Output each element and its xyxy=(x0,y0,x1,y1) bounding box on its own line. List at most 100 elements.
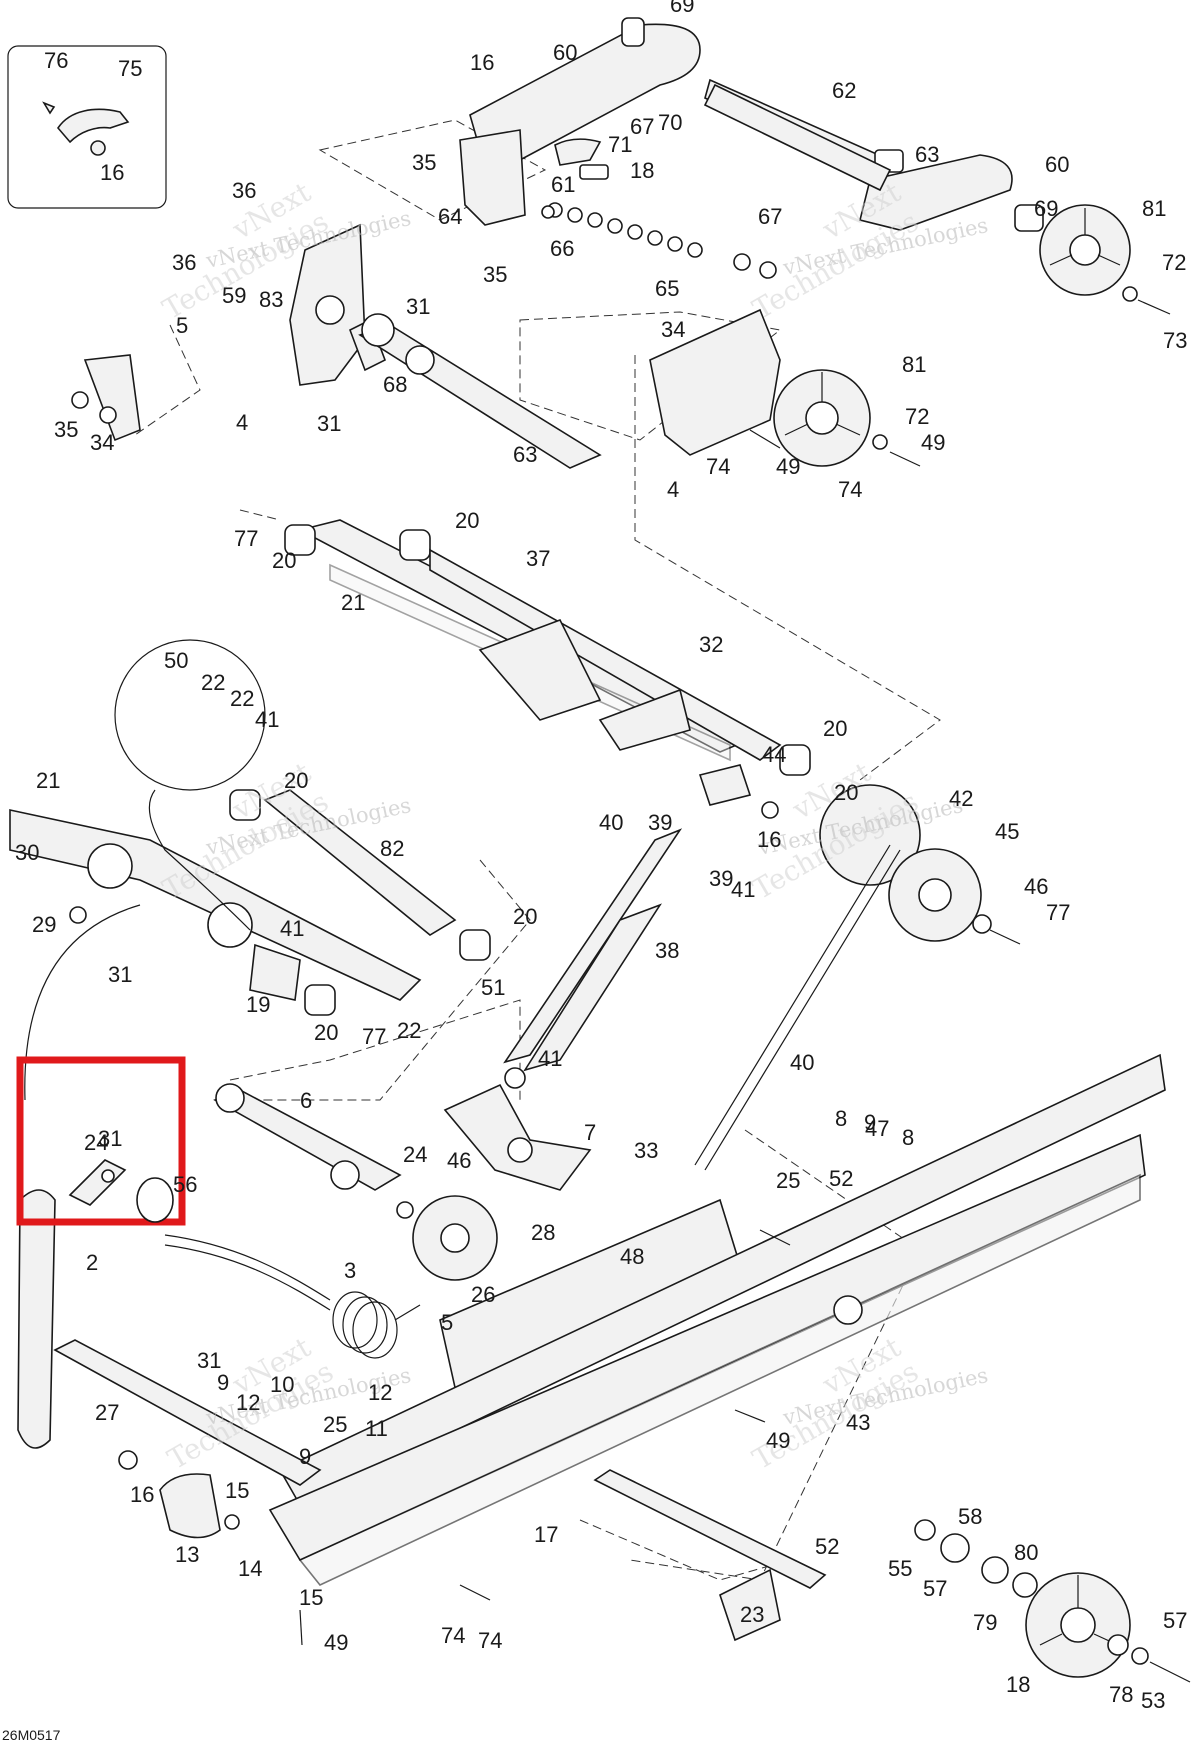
callout-label: 9 xyxy=(299,1444,311,1469)
rear-suspension xyxy=(17,1053,1191,1683)
callout-label: 81 xyxy=(1142,196,1166,221)
callout-label: 49 xyxy=(766,1428,790,1453)
callout-label: 64 xyxy=(438,204,462,229)
callout-label: 18 xyxy=(630,158,654,183)
drawing-code: 26M0517 xyxy=(2,1727,61,1743)
callout-label: 20 xyxy=(314,1020,338,1045)
callout-label: 42 xyxy=(949,786,973,811)
callout-label: 65 xyxy=(655,276,679,301)
callout-label: 21 xyxy=(36,768,60,793)
callout-label: 66 xyxy=(550,236,574,261)
callout-label: 52 xyxy=(815,1534,839,1559)
callout-label: 23 xyxy=(740,1602,764,1627)
highlighted-callout-label: 24 xyxy=(84,1130,108,1155)
callout-label: 12 xyxy=(368,1380,392,1405)
callout-label: 45 xyxy=(995,819,1019,844)
callout-label: 53 xyxy=(1141,1688,1165,1713)
callout-label: 37 xyxy=(526,546,550,571)
callout-label: 38 xyxy=(655,938,679,963)
callout-label: 80 xyxy=(1014,1540,1038,1565)
callout-label: 77 xyxy=(234,526,258,551)
callout-label: 81 xyxy=(902,352,926,377)
callout-label: 74 xyxy=(838,477,862,502)
callout-label: 22 xyxy=(397,1018,421,1043)
callout-label: 74 xyxy=(441,1623,465,1648)
callout-label: 76 xyxy=(44,48,68,73)
callout-label: 31 xyxy=(406,294,430,319)
callout-label: 63 xyxy=(513,442,537,467)
callout-label: 63 xyxy=(915,142,939,167)
callout-label: 8 xyxy=(835,1106,847,1131)
callout-label: 18 xyxy=(1006,1672,1030,1697)
callout-label: 24 xyxy=(403,1142,427,1167)
callout-label: 41 xyxy=(255,707,279,732)
callout-label: 20 xyxy=(823,716,847,741)
callout-label: 28 xyxy=(531,1220,555,1245)
callout-label: 73 xyxy=(1163,328,1187,353)
callout-label: 16 xyxy=(100,160,124,185)
callout-label: 67 xyxy=(630,114,654,139)
callout-label: 34 xyxy=(661,317,685,342)
callout-label: 61 xyxy=(551,172,575,197)
callout-label: 40 xyxy=(790,1050,814,1075)
callout-label: 20 xyxy=(513,904,537,929)
callout-label: 30 xyxy=(15,840,39,865)
callout-label: 29 xyxy=(32,912,56,937)
callout-label: 16 xyxy=(130,1482,154,1507)
callout-label: 40 xyxy=(599,810,623,835)
callout-label: 20 xyxy=(284,768,308,793)
callout-label: 32 xyxy=(699,632,723,657)
callout-label: 11 xyxy=(365,1416,388,1441)
callout-label: 9 xyxy=(864,1110,876,1135)
front-arm-assembly xyxy=(71,17,1171,469)
callout-label: 39 xyxy=(709,866,733,891)
callout-label: 46 xyxy=(1024,874,1048,899)
callout-label: 15 xyxy=(225,1478,249,1503)
callout-label: 72 xyxy=(1162,250,1186,275)
callout-label: 5 xyxy=(441,1310,453,1335)
callout-label: 25 xyxy=(776,1168,800,1193)
washer-chain xyxy=(541,202,777,279)
callout-label: 6 xyxy=(300,1088,312,1113)
callout-label: 70 xyxy=(658,110,682,135)
callout-label: 43 xyxy=(846,1410,870,1435)
callout-label: 41 xyxy=(280,916,304,941)
callout-label: 48 xyxy=(620,1244,644,1269)
callout-label: 27 xyxy=(95,1400,119,1425)
callout-label: 16 xyxy=(470,50,494,75)
callout-label: 77 xyxy=(362,1024,386,1049)
callout-label: 49 xyxy=(776,454,800,479)
callout-label: 58 xyxy=(958,1504,982,1529)
callout-label: 35 xyxy=(412,150,436,175)
callout-label: 16 xyxy=(757,827,781,852)
callout-label: 13 xyxy=(175,1542,199,1567)
callout-label: 31 xyxy=(197,1348,221,1373)
callout-label: 74 xyxy=(478,1628,502,1653)
callout-label: 20 xyxy=(272,548,296,573)
callout-label: 35 xyxy=(483,262,507,287)
callout-label: 46 xyxy=(447,1148,471,1173)
callout-label: 60 xyxy=(553,40,577,65)
callout-label: 7 xyxy=(584,1120,596,1145)
callout-label: 33 xyxy=(634,1138,658,1163)
callout-label: 72 xyxy=(905,404,929,429)
callout-label: 52 xyxy=(829,1166,853,1191)
callout-label: 79 xyxy=(973,1610,997,1635)
callout-label: 31 xyxy=(108,962,132,987)
callout-label: 26 xyxy=(471,1282,495,1307)
callout-label: 69 xyxy=(670,0,694,17)
callout-label: 31 xyxy=(317,411,341,436)
callout-label: 67 xyxy=(758,204,782,229)
callout-label: 10 xyxy=(270,1372,294,1397)
callout-label: 62 xyxy=(832,78,856,103)
callout-label: 60 xyxy=(1045,152,1069,177)
highlight-box xyxy=(16,1056,186,1226)
callout-label: 3 xyxy=(344,1258,356,1283)
callout-label: 5 xyxy=(176,313,188,338)
callout-label: 20 xyxy=(834,780,858,805)
callout-label: 56 xyxy=(173,1172,197,1197)
callout-label: 77 xyxy=(1046,900,1070,925)
callout-label: 49 xyxy=(324,1630,348,1655)
